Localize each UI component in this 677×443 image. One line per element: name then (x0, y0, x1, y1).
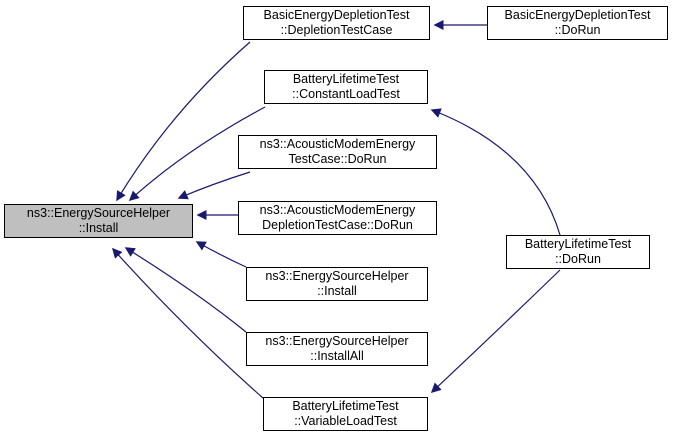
node-depletion-test-case[interactable]: BasicEnergyDepletionTest ::DepletionTest… (243, 6, 430, 40)
edge-acoustic-testcase-to-install (177, 171, 251, 200)
node-basic-dorun[interactable]: BasicEnergyDepletionTest ::DoRun (487, 6, 668, 40)
node-label: BatteryLifetimeTest (292, 72, 400, 86)
edge-constant-load-to-install (128, 106, 266, 202)
node-label: BatteryLifetimeTest (292, 399, 399, 413)
node-acoustic-testcase-dorun[interactable]: ns3::AcousticModemEnergy TestCase::DoRun (238, 135, 437, 169)
node-label: BasicEnergyDepletionTest (263, 8, 410, 22)
node-label: ::Install (78, 221, 119, 235)
node-install-main: ns3::EnergySourceHelper ::Install (4, 204, 193, 238)
node-label: ::DoRun (554, 23, 601, 37)
node-label: ns3::EnergySourceHelper (265, 334, 409, 348)
node-label: ::Install (317, 284, 357, 298)
edge-install-white-to-install (195, 241, 247, 268)
node-label: DepletionTestCase::DoRun (262, 218, 413, 232)
node-label: ::VariableLoadTest (294, 414, 397, 428)
node-battery-dorun[interactable]: BatteryLifetimeTest ::DoRun (506, 235, 650, 269)
node-label: ::DoRun (555, 252, 601, 266)
node-constant-load-test[interactable]: BatteryLifetimeTest ::ConstantLoadTest (264, 70, 428, 104)
node-label: ns3::AcousticModemEnergy (259, 203, 416, 217)
node-variable-load-test[interactable]: BatteryLifetimeTest ::VariableLoadTest (263, 397, 428, 431)
node-label: TestCase::DoRun (288, 152, 387, 166)
node-install-all[interactable]: ns3::EnergySourceHelper ::InstallAll (246, 332, 428, 366)
node-acoustic-depletion-dorun[interactable]: ns3::AcousticModemEnergy DepletionTestCa… (238, 201, 437, 235)
node-label: BasicEnergyDepletionTest (504, 8, 651, 22)
node-label: ::InstallAll (310, 349, 364, 363)
node-label: ::DepletionTestCase (280, 23, 393, 37)
node-label: ::ConstantLoadTest (292, 87, 400, 101)
edge-variable-load-to-install (111, 247, 264, 399)
node-label: ns3::EnergySourceHelper (26, 206, 171, 220)
node-label: ns3::AcousticModemEnergy (259, 137, 416, 151)
edge-depletion-testcase-to-install (116, 41, 251, 202)
edge-battery-dorun-to-constant-load (430, 108, 561, 236)
edge-install-all-to-install (124, 247, 247, 333)
node-install[interactable]: ns3::EnergySourceHelper ::Install (246, 267, 428, 301)
node-label: BatteryLifetimeTest (524, 237, 632, 251)
edge-battery-dorun-to-variable-load (430, 269, 561, 394)
node-label: ns3::EnergySourceHelper (265, 269, 409, 283)
